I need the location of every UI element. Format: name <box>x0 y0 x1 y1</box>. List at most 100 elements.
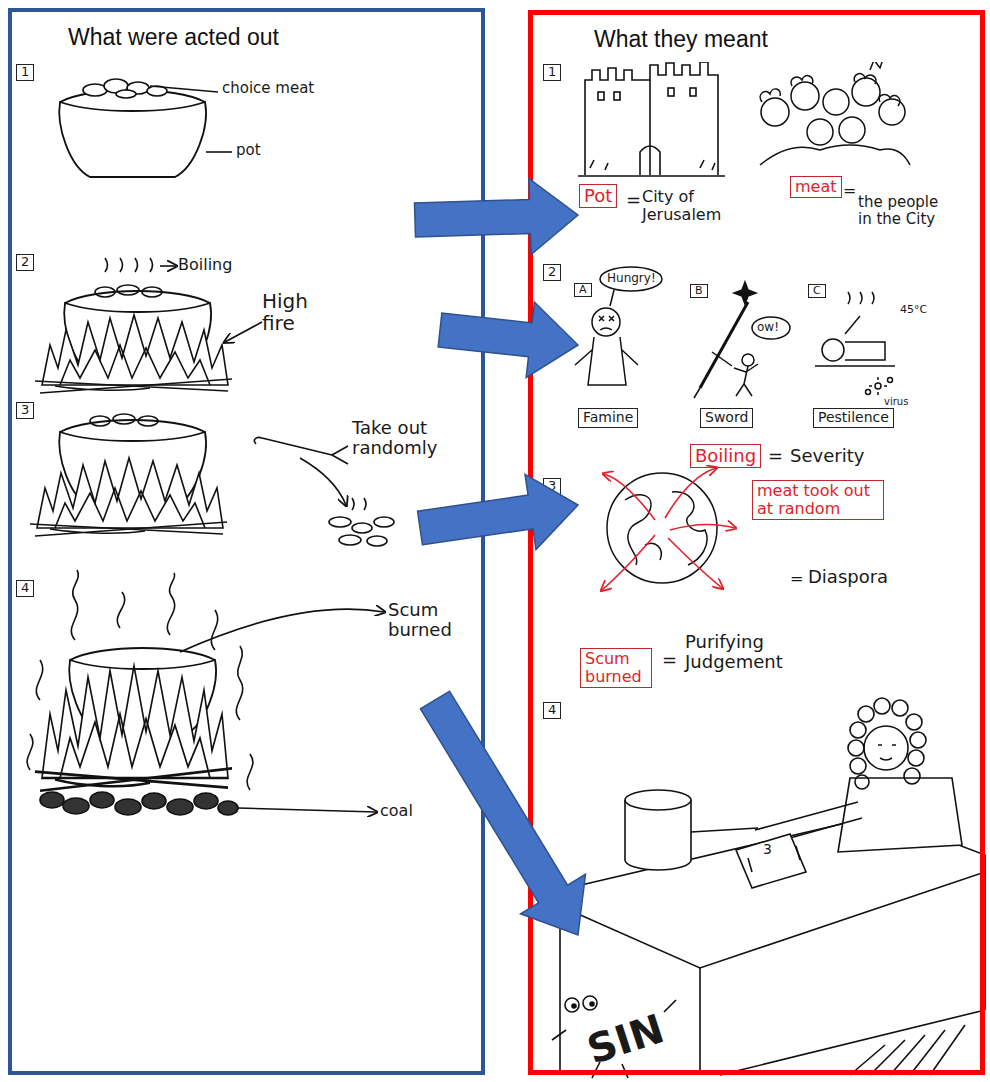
judge-sketch <box>552 698 985 1078</box>
acted-step: 2BoilingHigh fire <box>15 250 440 390</box>
pot-sketch <box>180 609 384 652</box>
panel-letter: C <box>808 284 826 298</box>
equals-sign: = <box>790 570 803 588</box>
meaning-text: Purifying Judgement <box>685 632 815 672</box>
symbol-term: Scum burned <box>580 648 652 688</box>
step-number: 1 <box>543 64 561 81</box>
equals-sign: = <box>662 650 677 670</box>
crowd-sketch <box>839 117 865 143</box>
crowd-sketch <box>823 89 849 115</box>
block-arrow <box>414 178 578 254</box>
block-arrow <box>420 691 585 935</box>
meaning-text: City of Jerusalem <box>642 188 734 224</box>
meaning-panel: What they meant1Pot=City of Jerusalemmea… <box>528 10 985 1075</box>
globe-sketch <box>607 473 717 583</box>
diaspora-arrows <box>665 468 716 518</box>
judge-sketch <box>755 802 858 830</box>
step-number: 4 <box>16 580 34 597</box>
part-label: pot <box>236 142 261 159</box>
judge-sketch <box>565 998 579 1012</box>
crowd-sketch <box>807 119 833 145</box>
pot-sketch <box>329 517 351 527</box>
block-arrow <box>418 474 578 549</box>
virus-note: virus <box>884 396 908 407</box>
pot-sketch <box>300 458 346 505</box>
part-label: coal <box>380 802 413 820</box>
famine-sword-pestilence-sketch <box>599 316 614 330</box>
crowd-sketch <box>761 98 789 126</box>
pot-sketch <box>63 798 89 814</box>
city-sketch <box>649 80 651 175</box>
famine-sword-pestilence-sketch <box>734 364 758 396</box>
pot-sketch <box>211 610 217 650</box>
meaning-step: 2AHungry!Bow!C45°CvirusFamineSwordPestil… <box>578 258 978 468</box>
pot-sketch <box>115 799 141 815</box>
city-sketch <box>614 92 620 100</box>
pot-sketch <box>194 793 218 809</box>
diaspora-arrows <box>604 474 655 520</box>
judge-sketch <box>748 846 800 872</box>
pot-sketch <box>160 265 176 267</box>
symbol-term: Pot <box>579 184 617 208</box>
pot-sketch <box>142 287 162 297</box>
pot-sketch <box>138 416 158 426</box>
judge-sketch <box>850 1025 965 1075</box>
pot-sketch <box>113 414 135 424</box>
judge-sketch <box>878 745 896 760</box>
equals-sign: = <box>768 446 783 466</box>
crowd-sketch <box>760 145 910 165</box>
famine-sword-pestilence-sketch <box>848 292 874 304</box>
famine-sword-pestilence-sketch <box>694 352 732 398</box>
pot-sketch <box>206 151 232 153</box>
part-label: Boiling <box>178 256 232 274</box>
temperature-note: 45°C <box>900 304 927 316</box>
judge-sketch <box>560 872 985 1075</box>
symbol-term: meat <box>790 176 842 198</box>
judge-sketch <box>625 790 691 810</box>
pot-sketch <box>116 90 136 98</box>
pot-sketch <box>254 437 348 464</box>
pot-sketch <box>117 592 124 628</box>
pot-sketch <box>27 734 33 770</box>
pot-sketch <box>167 573 174 635</box>
pot-sketch <box>90 792 114 808</box>
pot-sketch <box>40 792 64 808</box>
pot-sketch <box>95 287 115 297</box>
famine-sword-pestilence-sketch <box>888 378 893 383</box>
famine-sword-pestilence-sketch <box>734 282 756 304</box>
judge-sketch <box>590 1002 594 1006</box>
pot-sketch <box>367 536 387 546</box>
judge-sketch <box>908 750 924 766</box>
city-sketch <box>640 146 660 175</box>
pot-sketch <box>35 666 232 791</box>
crowd-sketch <box>791 82 819 110</box>
judge-sketch <box>858 706 874 722</box>
pot-sketch <box>238 808 376 812</box>
step-number: 1 <box>16 64 34 81</box>
meaning-box: Famine <box>578 408 638 428</box>
city-sketch <box>690 88 696 96</box>
diaspora-arrows <box>668 538 722 588</box>
block-arrow <box>438 302 578 378</box>
famine-sword-pestilence-sketch <box>815 316 895 366</box>
judge-sketch <box>572 1004 576 1008</box>
city-sketch <box>598 92 604 100</box>
judge-sketch <box>864 726 908 770</box>
judge-sketch <box>850 758 866 774</box>
famine-sword-pestilence-sketch <box>700 302 748 388</box>
pot-sketch <box>225 322 262 342</box>
meaning-step: 1Pot=City of Jerusalemmeat=the people in… <box>578 62 978 252</box>
famine-sword-pestilence-sketch <box>875 383 881 389</box>
part-label: Scum burned <box>388 600 460 640</box>
judge-sketch <box>850 722 866 738</box>
panel-letter: A <box>574 283 592 297</box>
judge-sketch <box>691 828 758 832</box>
famine-sword-pestilence-sketch <box>575 267 895 398</box>
step-number: 4 <box>543 702 561 719</box>
diaspora-arrows <box>602 535 655 590</box>
symbol-term: Boiling <box>690 444 761 468</box>
equals-sign: = <box>626 190 641 210</box>
pot-sketch <box>150 86 218 92</box>
sin-word: SIN <box>582 1006 669 1072</box>
